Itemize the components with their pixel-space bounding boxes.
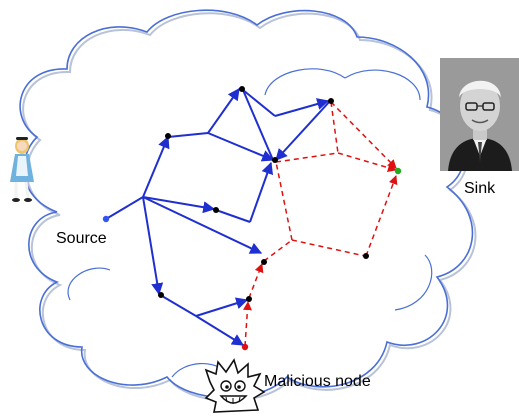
edge: [161, 295, 197, 317]
old-man-portrait-icon: [440, 58, 519, 171]
edge: [215, 209, 251, 223]
source-node: [102, 215, 110, 223]
edge: [142, 196, 164, 296]
cloud-inner-lobe: [344, 69, 421, 101]
edge: [142, 196, 263, 254]
edge: [275, 161, 293, 241]
edge: [337, 152, 397, 173]
node: [239, 86, 245, 92]
malicious-edges: [242, 101, 398, 347]
sink-label: Sink: [464, 180, 496, 197]
cloud-outline: [19, 9, 477, 402]
nodes: [102, 86, 402, 351]
honest-edges: [105, 88, 331, 346]
edge: [365, 175, 398, 257]
node: [213, 207, 219, 213]
edge: [330, 101, 397, 169]
node: [165, 133, 171, 139]
node: [272, 157, 278, 163]
edge: [142, 135, 170, 198]
edge: [274, 98, 330, 117]
node: [328, 98, 334, 104]
malicious-node: [241, 343, 249, 351]
node: [246, 296, 252, 302]
edge: [167, 132, 209, 138]
edge: [207, 132, 275, 162]
edge: [195, 297, 249, 317]
node: [158, 292, 164, 298]
edge: [105, 196, 144, 220]
node: [363, 253, 369, 259]
edge: [275, 100, 331, 161]
cloud-shadow: [22, 12, 477, 402]
edge: [291, 239, 366, 257]
alice-girl-icon: [10, 137, 34, 202]
edge: [195, 315, 245, 346]
edge: [207, 88, 240, 134]
cloud-inner-lobe: [264, 68, 346, 96]
edge: [249, 161, 274, 223]
source-label: Source: [56, 230, 107, 247]
grinning-cartoon-face-icon: [204, 358, 266, 413]
edge: [242, 301, 252, 347]
edge: [242, 89, 276, 117]
cloud-inner-lobe: [394, 254, 433, 311]
malicious-node-label: Malicious node: [264, 373, 371, 390]
node: [261, 259, 267, 265]
edge: [330, 101, 339, 154]
edge: [142, 196, 216, 214]
edge: [275, 152, 339, 163]
edge: [242, 89, 274, 161]
cloud-main: [19, 9, 474, 399]
cloud-inner-lobe: [67, 267, 111, 301]
edge: [263, 239, 293, 262]
sink-node: [394, 167, 402, 175]
edge: [248, 263, 264, 299]
